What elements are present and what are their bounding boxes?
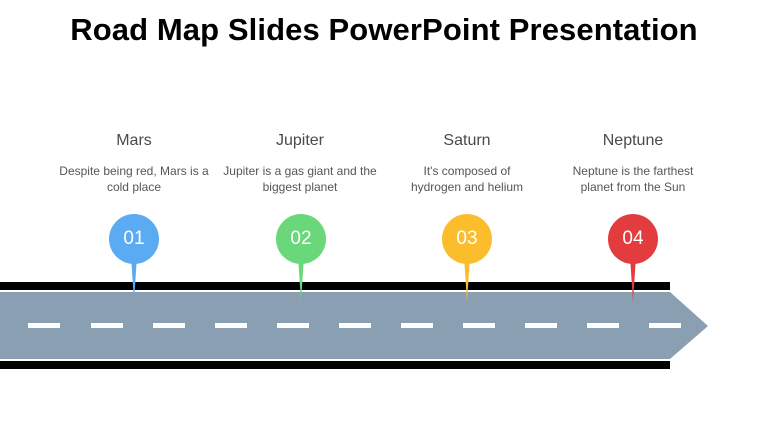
- lane-dash: [339, 323, 371, 328]
- pin-stem: [298, 256, 304, 302]
- pin-stem: [131, 256, 137, 302]
- milestone-mars: Mars Despite being red, Mars is a cold p…: [49, 132, 219, 195]
- lane-dash: [463, 323, 495, 328]
- milestone-description: Despite being red, Mars is a cold place: [59, 164, 209, 194]
- lane-dash: [91, 323, 123, 328]
- milestone-description: It's composed of hydrogen and helium: [410, 164, 524, 194]
- pin-stem: [630, 256, 636, 302]
- milestone-name: Mars: [116, 132, 152, 149]
- map-pin-01: 01: [109, 214, 159, 304]
- pin-number: 03: [442, 214, 492, 264]
- map-pin-03: 03: [442, 214, 492, 304]
- pin-stem: [464, 256, 470, 302]
- pin-number: 02: [276, 214, 326, 264]
- milestone-description: Neptune is the farthest planet from the …: [572, 164, 694, 194]
- milestone-description: Jupiter is a gas giant and the biggest p…: [223, 164, 377, 194]
- milestone-name: Neptune: [602, 132, 664, 149]
- pin-number: 01: [109, 214, 159, 264]
- slide-title: Road Map Slides PowerPoint Presentation: [70, 12, 698, 47]
- map-pin-04: 04: [608, 214, 658, 304]
- lane-dash: [215, 323, 247, 328]
- milestone-jupiter: Jupiter Jupiter is a gas giant and the b…: [215, 132, 385, 195]
- lane-dash: [587, 323, 619, 328]
- lane-dash: [277, 323, 309, 328]
- milestone-saturn: Saturn It's composed of hydrogen and hel…: [382, 132, 552, 195]
- milestone-name: Jupiter: [275, 132, 325, 149]
- lane-dash: [153, 323, 185, 328]
- map-pin-02: 02: [276, 214, 326, 304]
- lane-dash: [649, 323, 681, 328]
- milestone-neptune: Neptune Neptune is the farthest planet f…: [548, 132, 718, 195]
- pin-number: 04: [608, 214, 658, 264]
- road-bottom-border: [0, 361, 670, 369]
- milestone-name: Saturn: [443, 132, 491, 149]
- lane-dash: [401, 323, 433, 328]
- lane-markings: [28, 323, 681, 328]
- lane-dash: [525, 323, 557, 328]
- lane-dash: [28, 323, 60, 328]
- road-top-border: [0, 282, 670, 290]
